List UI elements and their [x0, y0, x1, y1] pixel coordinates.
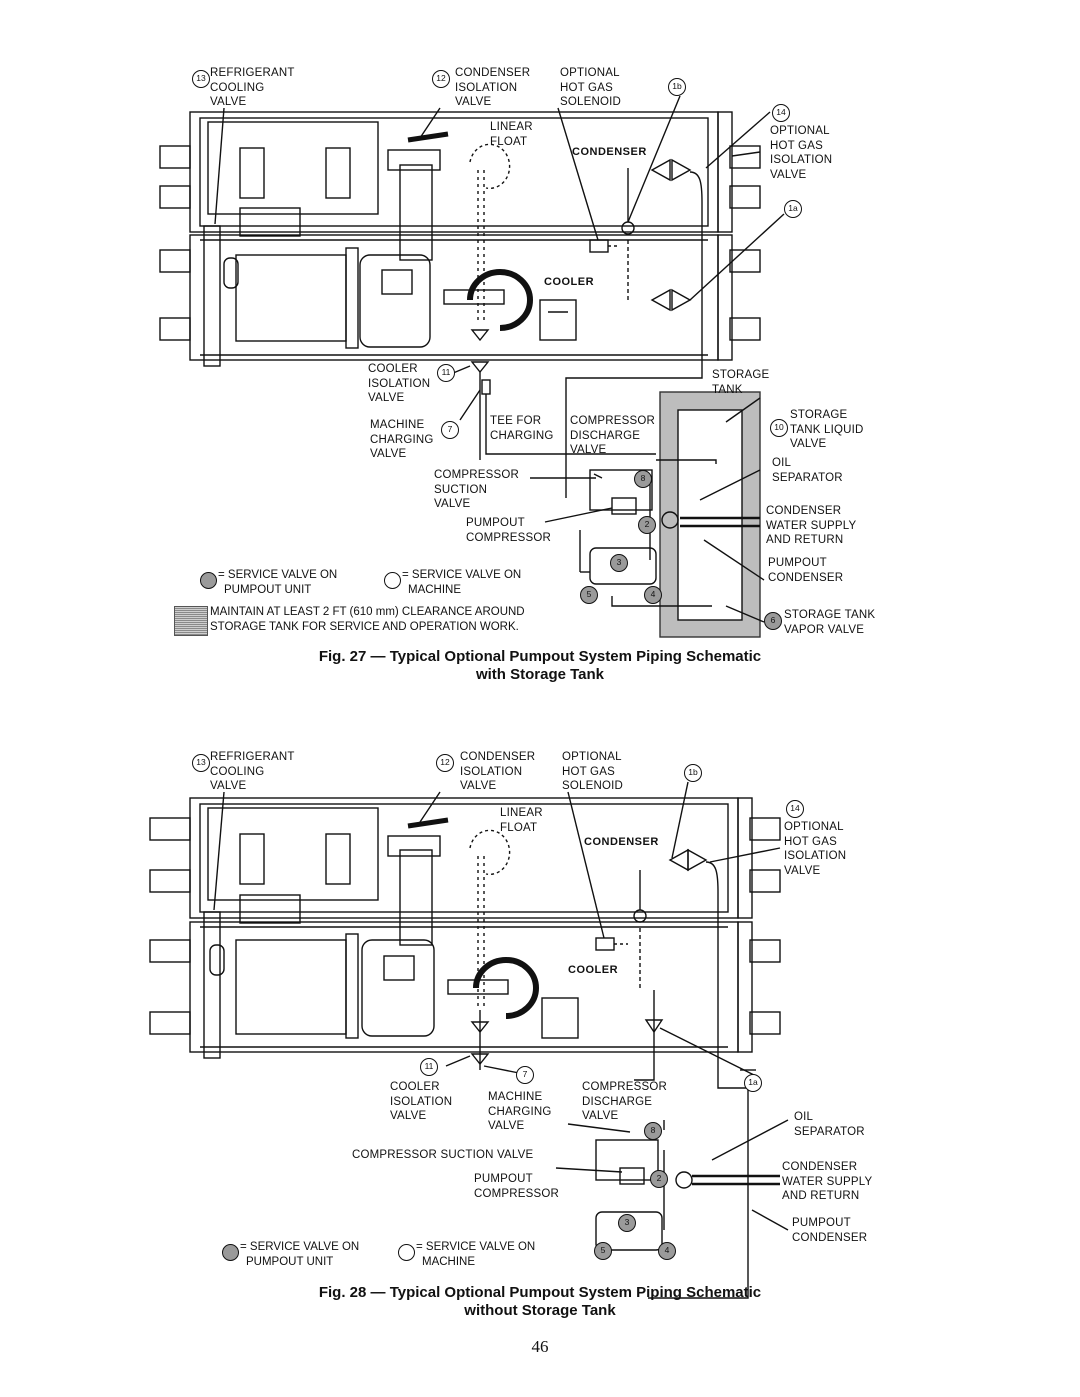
fig28-schematic-drawing	[149, 781, 789, 1299]
cooler-vessel	[189, 921, 739, 1053]
fig28-caption-line2: without Storage Tank	[464, 1302, 616, 1319]
cooler-zone-label: COOLER	[568, 964, 619, 976]
tag-11: 11	[420, 1058, 438, 1076]
condenser-zone-label: CONDENSER	[572, 146, 647, 158]
tag-14: 14	[786, 800, 804, 818]
tag-7: 7	[441, 421, 459, 439]
tag-8: 8	[634, 470, 652, 488]
clearance-hatch-swatch	[174, 606, 208, 636]
legend-machine-swatch	[384, 572, 401, 589]
tag-7: 7	[516, 1066, 534, 1084]
tag-5: 5	[594, 1242, 612, 1260]
fig27-caption-line1: Fig. 27 — Typical Optional Pumpout Syste…	[318, 648, 762, 665]
legend-pumpout-swatch	[222, 1244, 239, 1261]
legend-clearance: MAINTAIN AT LEAST 2 FT (610 mm) CLEARANC…	[210, 606, 525, 633]
tag-4: 4	[644, 586, 662, 604]
legend-machine-swatch	[398, 1244, 415, 1261]
motor-housing	[235, 254, 347, 342]
tag-8: 8	[644, 1122, 662, 1140]
fig27-schematic-drawing	[159, 95, 785, 638]
tag-3: 3	[618, 1214, 636, 1232]
cooler-zone-label: COOLER	[544, 276, 595, 288]
tag-2: 2	[650, 1170, 668, 1188]
legend-pumpout-swatch	[200, 572, 217, 589]
tag-1b: 1b	[684, 764, 702, 782]
tag-3: 3	[610, 554, 628, 572]
tag-13: 13	[192, 70, 210, 88]
storage-tank-body	[677, 409, 743, 621]
tag-14: 14	[772, 104, 790, 122]
tag-12: 12	[432, 70, 450, 88]
tag-1a: 1a	[784, 200, 802, 218]
page-number: 46	[531, 1337, 549, 1356]
fig27-caption-line2: with Storage Tank	[475, 666, 605, 683]
motor-housing	[235, 939, 347, 1035]
tag-11: 11	[437, 364, 455, 382]
tag-2: 2	[638, 516, 656, 534]
tag-1b: 1b	[668, 78, 686, 96]
tag-1a: 1a	[744, 1074, 762, 1092]
fig28-caption-line1: Fig. 28 — Typical Optional Pumpout Syste…	[318, 1284, 762, 1301]
tag-13: 13	[192, 754, 210, 772]
tag-4: 4	[658, 1242, 676, 1260]
tag-10: 10	[770, 419, 788, 437]
compressor-suction-valve-label: COMPRESSOR SUCTION VALVE	[352, 1149, 534, 1161]
tag-12: 12	[436, 754, 454, 772]
tag-6: 6	[764, 612, 782, 630]
tag-5: 5	[580, 586, 598, 604]
condenser-zone-label: CONDENSER	[584, 836, 659, 848]
